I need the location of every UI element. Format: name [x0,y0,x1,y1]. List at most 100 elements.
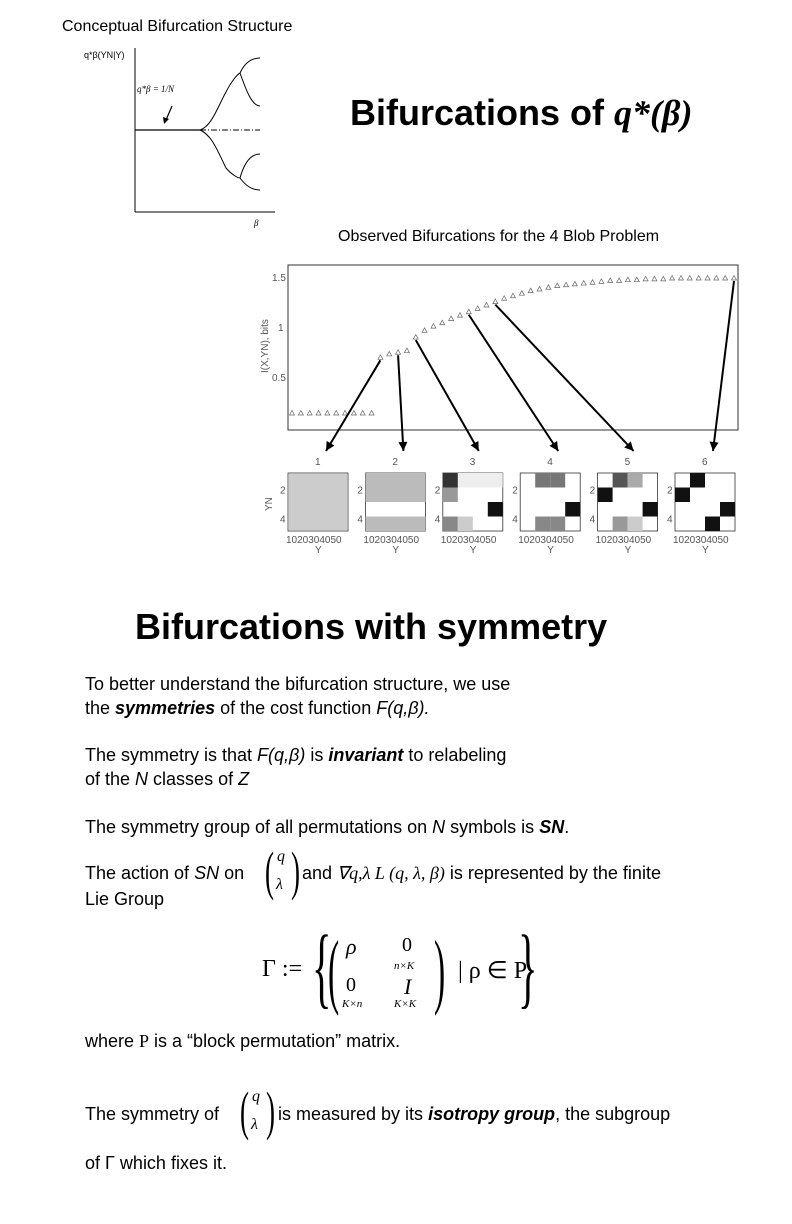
data-point [394,349,402,355]
paragraph-6-part-2: is measured by its isotropy group, the s… [278,1102,670,1126]
data-point [430,322,437,329]
panel-cell [550,516,566,531]
panel-ytick: 2 [667,486,673,497]
panel-xticks: 1020304050 [596,535,652,546]
data-point [288,409,296,416]
emphasis-invariant: invariant [328,745,404,765]
data-point [580,279,587,286]
data-point [350,409,357,416]
data-point [297,409,304,416]
data-point [456,311,464,318]
panel-xlabel: Y [392,545,399,556]
panel-ytick: 2 [512,486,518,497]
paragraph-4-part-2: and ∇q,λ L (q, λ, β) is represented by t… [302,861,661,885]
gamma-definition: Γ := { ( ρ 0 n×K 0 K×n I K×K ) | ρ ∈ P } [262,918,538,1017]
panel-number: 6 [702,457,708,468]
data-point [571,280,578,287]
data-point [536,285,543,292]
observed-ylabel: I(X,YN), bits [260,319,271,373]
conceptual-diagram: q*β(YN|Y) q*β = 1/N β [84,48,275,228]
panel-cell [627,516,643,531]
emphasis-symmetries: symmetries [115,698,216,718]
text-span: is a “block permutation” matrix. [149,1031,401,1051]
data-point [421,327,428,333]
symmetric-group: SN [539,817,565,837]
vector-q-lambda: ( q λ ) [240,1081,275,1141]
data-point [598,278,605,284]
data-point [333,409,340,416]
panel-xlabel: Y [470,545,477,556]
panel-cell [675,487,690,502]
gamma-condition: | ρ ∈ P [458,958,528,984]
conceptual-title: Conceptual Bifurcation Structure [62,18,293,35]
panel-xlabel: Y [625,545,632,556]
data-point [403,347,411,353]
paragraph-4-line-2: Lie Group [85,889,165,909]
paragraph-6-part-1: The symmetry of [85,1104,220,1124]
text-span: is [305,745,329,765]
bifurcation-arrow [467,314,560,452]
vector-top: q [252,1088,260,1105]
panel-row [365,487,426,502]
data-point [677,274,685,281]
cost-function: F(q,β) [257,745,306,765]
panel-cell [442,473,458,488]
observed-panels: 1241020304050Y2241020304050Y324102030405… [264,457,736,556]
data-point [722,274,729,281]
conceptual-annotation: q*β = 1/N [137,84,175,94]
panel-cell [690,473,705,488]
emphasis-isotropy-group: isotropy group [428,1104,556,1124]
gamma-identity: I [404,974,412,999]
gamma-subscript: K×K [394,998,417,1010]
text-span: classes of [148,769,239,789]
paragraph-4-part-1: The action of SN on [85,861,244,885]
panel-xlabel: Y [315,545,322,556]
vector-bottom: λ [251,1116,258,1133]
panel-cell [487,502,503,517]
data-point [730,274,738,281]
data-point [509,292,517,299]
paragraph-5: where P is a “block permutation” matrix. [85,1029,400,1053]
panel-ytick: 4 [590,515,596,526]
panel-ytick: 4 [357,515,363,526]
data-point [545,284,552,290]
panel-number: 2 [392,457,398,468]
observed-ytick-2: 1 [278,323,284,334]
text-span: of the [85,769,136,789]
data-point [651,275,658,282]
text-span: of the cost function [215,698,377,718]
text-span: . [564,817,570,837]
text-span: The symmetry is that [85,745,258,765]
text-span: where [85,1031,140,1051]
panel-cell [535,473,551,488]
panel-cell [627,473,643,488]
text-span: and [302,863,338,883]
panel-ytick: 4 [667,515,673,526]
data-point [686,274,693,281]
bifurcation-arrow [494,303,635,452]
var-n: N [135,769,149,789]
observed-chart: I(X,YN), bits 1.5 1 0.5 1241020304050Y22… [260,264,739,556]
panel-number: 3 [470,457,476,468]
panel-number: 1 [315,457,321,468]
panel-cell [642,502,658,517]
vector-top: q [277,848,285,865]
gamma-zero-top-right: 0 [402,934,412,956]
observed-title: Observed Bifurcations for the 4 Blob Pro… [338,228,660,245]
gamma-rho: ρ [346,934,357,959]
data-point [660,275,667,282]
panel-cell [442,487,458,502]
data-point [695,274,702,281]
paragraph-1-line-1: To better understand the bifurcation str… [85,674,511,694]
paragraph-7: of Γ which fixes it. [85,1153,227,1173]
data-point [607,277,614,283]
panel-ytick: 2 [357,486,363,497]
data-point [669,274,676,281]
observed-data-points [288,274,738,416]
panel-xlabel: Y [547,545,554,556]
data-point [642,275,649,282]
